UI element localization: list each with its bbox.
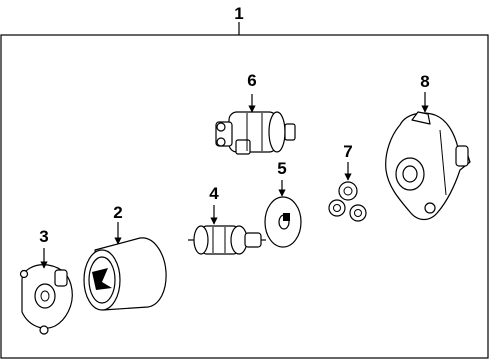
callout-1: 1 (234, 4, 243, 23)
callout-8: 8 (420, 72, 429, 91)
callout-6: 6 (247, 71, 256, 90)
callout-3: 3 (39, 227, 48, 246)
callout-4: 4 (209, 184, 219, 203)
plate-part (264, 196, 302, 248)
gears-part (328, 181, 367, 222)
solenoid-part (215, 111, 296, 155)
callout-5: 5 (277, 159, 286, 178)
housing-part (385, 111, 471, 221)
end-frame-part (19, 264, 73, 335)
assembly-frame (0, 34, 489, 359)
yoke-part (83, 237, 167, 311)
armature-part (188, 225, 266, 255)
callout-7: 7 (343, 142, 352, 161)
callout-2: 2 (113, 203, 122, 222)
